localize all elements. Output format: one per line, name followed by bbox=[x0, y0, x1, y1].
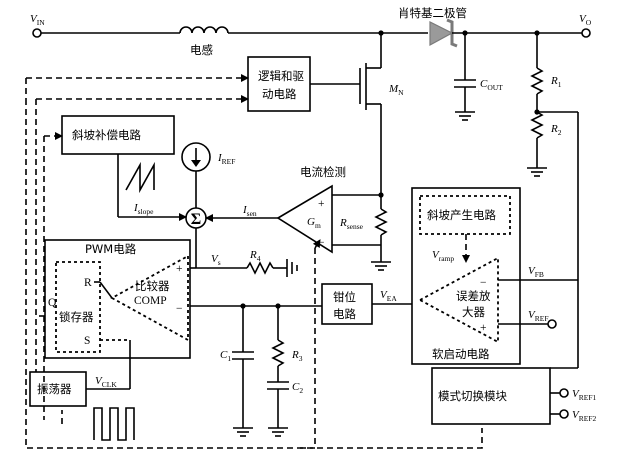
vref1-terminal bbox=[559, 388, 569, 398]
svg-text:PWM电路: PWM电路 bbox=[85, 242, 137, 256]
vref-terminal bbox=[547, 319, 557, 329]
svg-text:R: R bbox=[84, 277, 92, 289]
ramp-generator-block bbox=[419, 195, 511, 235]
svg-text:+: + bbox=[318, 198, 325, 210]
power-stage bbox=[32, 18, 591, 369]
r3-c2-network bbox=[267, 306, 289, 437]
svg-text:MN: MN bbox=[388, 83, 404, 97]
svg-text:+: + bbox=[480, 322, 487, 334]
svg-text:R1: R1 bbox=[550, 75, 562, 89]
svg-text:电感: 电感 bbox=[190, 43, 213, 57]
mosfet-mn bbox=[310, 33, 384, 198]
vref2-terminal bbox=[559, 409, 569, 419]
svg-text:电路: 电路 bbox=[333, 307, 356, 321]
svg-text:Islope: Islope bbox=[133, 202, 154, 216]
svg-text:−: − bbox=[480, 277, 487, 289]
svg-text:Q: Q bbox=[48, 297, 57, 309]
feedback-divider bbox=[527, 33, 579, 369]
vo-terminal bbox=[581, 28, 591, 38]
svg-text:电流检测: 电流检测 bbox=[300, 165, 346, 179]
svg-text:比较器: 比较器 bbox=[135, 279, 170, 293]
softstart-block bbox=[411, 187, 521, 365]
svg-text:肖特基二极管: 肖特基二极管 bbox=[398, 6, 467, 20]
svg-text:VEA: VEA bbox=[380, 289, 397, 303]
slope-compensation-block bbox=[61, 115, 175, 155]
svg-text:R2: R2 bbox=[550, 123, 562, 137]
svg-text:钳位: 钳位 bbox=[333, 290, 356, 304]
svg-text:误差放: 误差放 bbox=[456, 289, 491, 303]
vin-terminal bbox=[32, 28, 42, 38]
svg-text:S: S bbox=[84, 335, 90, 347]
svg-text:C1: C1 bbox=[220, 349, 231, 363]
sense-resistor bbox=[371, 195, 391, 271]
pwm-block bbox=[44, 239, 191, 359]
svg-text:软启动电路: 软启动电路 bbox=[432, 347, 490, 361]
svg-text:−: − bbox=[176, 303, 183, 315]
svg-text:动电路: 动电路 bbox=[262, 87, 297, 101]
svg-text:Σ: Σ bbox=[191, 211, 201, 228]
iref-source bbox=[181, 142, 211, 208]
svg-text:VCLK: VCLK bbox=[95, 375, 117, 389]
mode-switch-block bbox=[431, 367, 551, 425]
c1-capacitor bbox=[232, 306, 254, 437]
svg-text:−: − bbox=[318, 237, 325, 249]
output-capacitor bbox=[454, 33, 476, 121]
svg-text:C2: C2 bbox=[292, 381, 303, 395]
logic-driver-block bbox=[247, 56, 311, 112]
svg-text:模式切换模块: 模式切换模块 bbox=[438, 389, 507, 403]
svg-text:R4: R4 bbox=[249, 249, 261, 263]
svg-text:COMP: COMP bbox=[134, 295, 167, 307]
svg-text:VO: VO bbox=[579, 13, 592, 27]
svg-text:VREF2: VREF2 bbox=[572, 409, 596, 423]
sawtooth-icon bbox=[125, 161, 155, 194]
svg-text:锁存器: 锁存器 bbox=[59, 310, 94, 324]
svg-text:IREF: IREF bbox=[217, 152, 235, 166]
svg-text:斜坡产生电路: 斜坡产生电路 bbox=[427, 208, 496, 222]
svg-text:Rsense: Rsense bbox=[339, 217, 364, 231]
svg-text:VFB: VFB bbox=[528, 265, 544, 279]
svg-text:+: + bbox=[176, 263, 183, 275]
latch-block bbox=[55, 261, 101, 353]
svg-text:大器: 大器 bbox=[462, 305, 485, 319]
clock-waveform-icon bbox=[93, 407, 135, 441]
svg-text:COUT: COUT bbox=[480, 78, 503, 92]
svg-text:Isen: Isen bbox=[242, 204, 257, 218]
svg-text:Gm: Gm bbox=[307, 216, 321, 230]
svg-text:VREF: VREF bbox=[528, 309, 549, 323]
inductor bbox=[179, 26, 229, 34]
gm-amplifier bbox=[205, 184, 381, 254]
svg-text:斜坡补偿电路: 斜坡补偿电路 bbox=[72, 128, 141, 142]
svg-text:R3: R3 bbox=[291, 349, 303, 363]
svg-text:逻辑和驱: 逻辑和驱 bbox=[258, 69, 304, 83]
summing-node: Σ bbox=[185, 207, 207, 229]
svg-text:Vs: Vs bbox=[211, 253, 221, 267]
control-signal-paths bbox=[25, 74, 483, 449]
comparator bbox=[110, 254, 189, 342]
svg-text:VREF1: VREF1 bbox=[572, 388, 596, 402]
svg-text:振荡器: 振荡器 bbox=[37, 382, 72, 396]
svg-text:Vramp: Vramp bbox=[432, 249, 454, 263]
svg-text:VIN: VIN bbox=[30, 13, 45, 27]
error-amplifier bbox=[418, 256, 499, 344]
